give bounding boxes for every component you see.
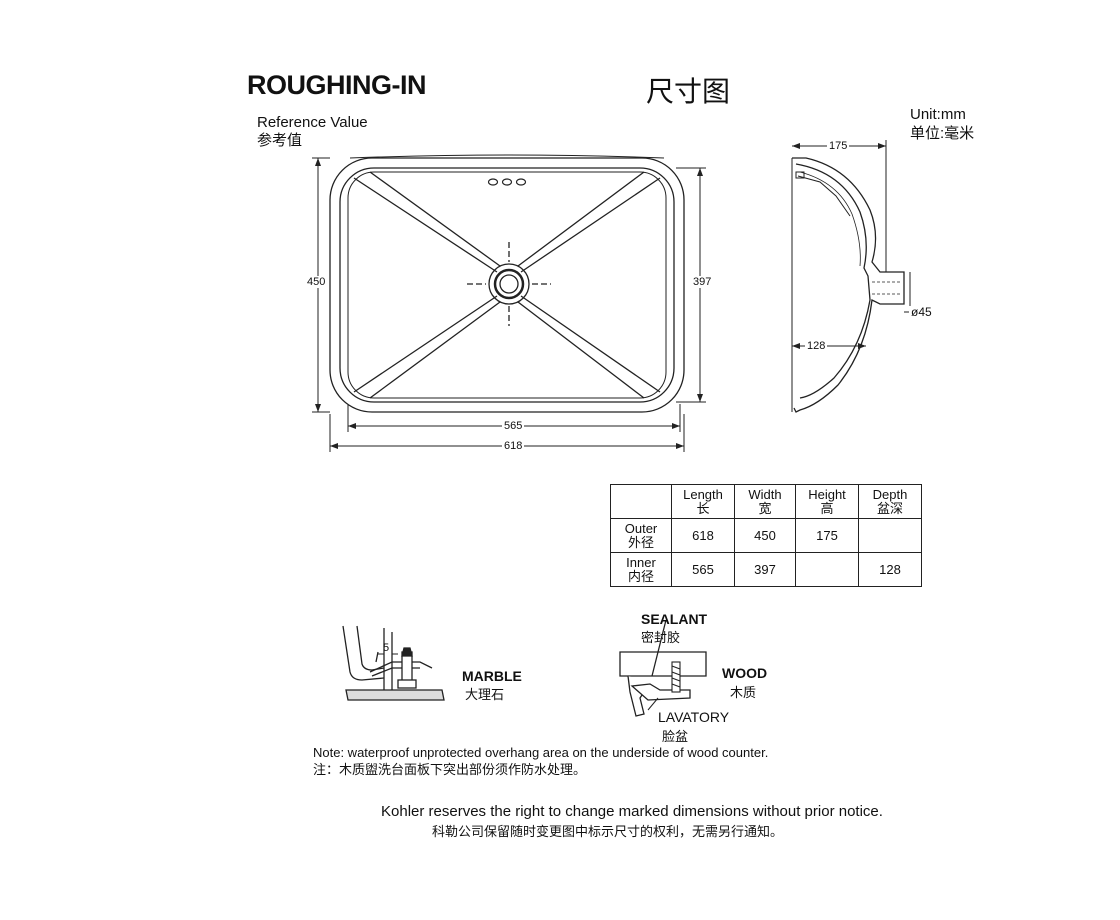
disclaimer-text: Kohler reserves the right to change mark… xyxy=(381,803,883,820)
table-corner-cell xyxy=(610,484,672,519)
page-title-cn: 尺寸图 xyxy=(646,75,731,108)
inner-length-dim: 397 xyxy=(691,276,714,288)
outer-width-dim: 618 xyxy=(502,440,525,452)
reference-label: Reference Value xyxy=(257,114,368,131)
unit-label: Unit:mm xyxy=(910,106,966,123)
depth-dim: 128 xyxy=(805,340,828,352)
sealant-label-cn: 密封胶 xyxy=(641,630,681,645)
inner-width-dim: 565 xyxy=(502,420,525,432)
table-cell: 175 xyxy=(795,518,859,553)
marble-gap-dim: 5 xyxy=(383,642,390,654)
height-dim: 175 xyxy=(827,140,850,152)
drain-diameter-dim: ø45 xyxy=(909,305,934,319)
table-cell: 397 xyxy=(734,552,796,587)
outer-length-dim: 450 xyxy=(305,276,328,288)
table-cell: 565 xyxy=(671,552,735,587)
unit-label-cn: 单位:毫米 xyxy=(910,125,975,142)
note-text: Note: waterproof unprotected overhang ar… xyxy=(313,745,769,760)
sealant-label: SEALANT xyxy=(641,611,708,627)
table-cell: 618 xyxy=(671,518,735,553)
table-cell: 128 xyxy=(858,552,922,587)
disclaimer-text-cn: 科勒公司保留随时变更图中标示尺寸的权利，无需另行通知。 xyxy=(432,824,784,839)
wood-label-cn: 木质 xyxy=(730,685,757,700)
reference-label-cn: 参考值 xyxy=(257,132,303,149)
table-cell: 450 xyxy=(734,518,796,553)
table-cell xyxy=(795,552,859,587)
page-title: ROUGHING-IN xyxy=(247,70,427,100)
lavatory-label-cn: 脸盆 xyxy=(662,729,689,744)
lavatory-label: LAVATORY xyxy=(658,709,730,725)
table-cell xyxy=(858,518,922,553)
wood-label: WOOD xyxy=(722,665,768,681)
marble-label-cn: 大理石 xyxy=(465,687,505,702)
note-text-cn: 注：木质盥洗台面板下突出部份须作防水处理。 xyxy=(313,762,587,777)
marble-label: MARBLE xyxy=(462,668,522,684)
